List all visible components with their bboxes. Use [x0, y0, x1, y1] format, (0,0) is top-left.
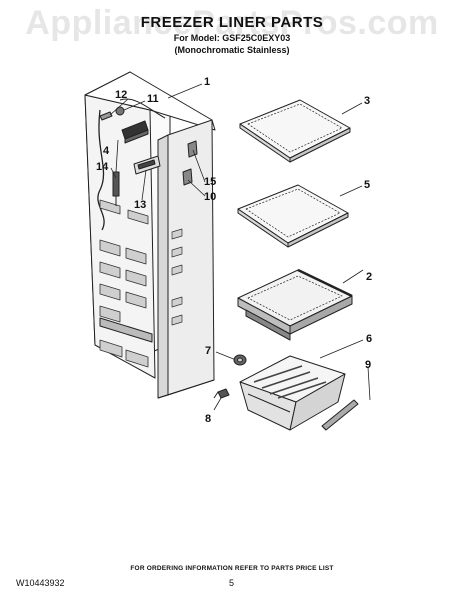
callout-9: 9: [365, 359, 372, 371]
callout-3: 3: [364, 95, 371, 107]
callout-10: 10: [204, 191, 217, 203]
framed-shelf-part-2: [237, 268, 353, 341]
callout-11: 11: [147, 93, 159, 105]
bracket-part-block: [121, 120, 149, 144]
variant-subtitle: (Monochromatic Stainless): [174, 45, 290, 55]
clip-part-15: [187, 140, 198, 158]
page-title: FREEZER LINER PARTS: [140, 14, 324, 31]
callout-13: 13: [134, 199, 147, 211]
glass-shelf-part-5: [237, 184, 349, 248]
document-number: W10443932: [16, 578, 65, 588]
callout-4: 4: [103, 145, 110, 157]
callout-15: 15: [204, 176, 217, 188]
clip-part-10: [182, 168, 193, 186]
callout-1: 1: [204, 76, 211, 88]
callout-6: 6: [366, 333, 373, 345]
freezer-drawer-part-6: [239, 355, 346, 431]
trim-rail-part-9: [321, 399, 359, 431]
watermark: AppliancePartsPros.com: [25, 4, 439, 42]
roller-part-7: [233, 354, 247, 366]
callout-7: 7: [205, 345, 212, 357]
screw-part-8: [213, 388, 230, 399]
model-subtitle: For Model: GSF25C0EXY03: [173, 33, 291, 43]
screw-part-12: [99, 111, 113, 121]
fastener-part-11: [115, 106, 125, 116]
callout-2: 2: [366, 271, 373, 283]
glass-shelf-part-3: [239, 99, 351, 163]
ordering-note: FOR ORDERING INFORMATION REFER TO PARTS …: [130, 565, 334, 572]
light-housing-part-13: [133, 155, 161, 175]
freezer-liner: [84, 71, 216, 399]
page-number: 5: [229, 578, 235, 588]
callout-12: 12: [115, 89, 128, 101]
callout-8: 8: [205, 413, 212, 425]
callout-5: 5: [364, 179, 371, 191]
callout-14: 14: [96, 161, 109, 173]
